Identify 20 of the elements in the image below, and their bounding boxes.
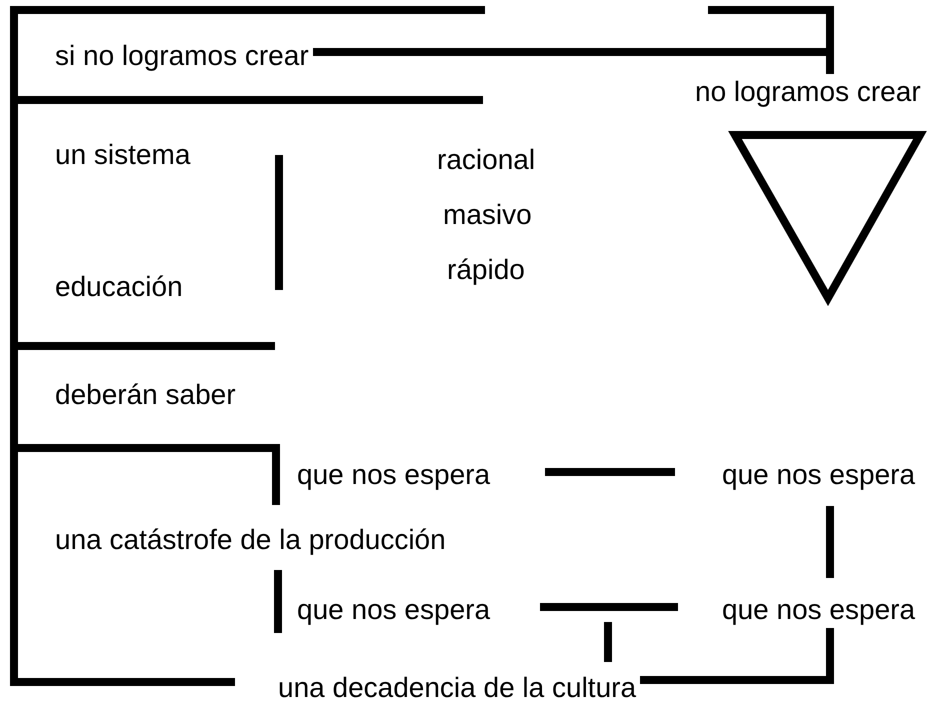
connector-line: [545, 468, 675, 476]
text-label: que nos espera: [722, 594, 916, 626]
text-label: una catástrofe de la producción: [55, 524, 446, 556]
text-label: si no logramos crear: [55, 40, 309, 72]
connector-line: [826, 506, 834, 578]
text-label: masivo: [443, 199, 532, 231]
connector-line: [540, 603, 678, 611]
text-label: rápido: [447, 254, 525, 286]
text-label: educación: [55, 271, 183, 303]
text-label: que nos espera: [722, 459, 916, 491]
text-label: deberán saber: [55, 379, 236, 411]
text-label: un sistema: [55, 139, 190, 171]
triangle-symbol: [728, 131, 927, 306]
text-label: que nos espera: [297, 594, 490, 626]
text-label: no logramos crear: [695, 76, 921, 108]
text-label: que nos espera: [297, 459, 490, 491]
connector-line: [640, 628, 834, 684]
text-label: una decadencia de la cultura: [278, 672, 636, 704]
text-label: racional: [437, 144, 536, 176]
connector-line: [313, 48, 834, 74]
